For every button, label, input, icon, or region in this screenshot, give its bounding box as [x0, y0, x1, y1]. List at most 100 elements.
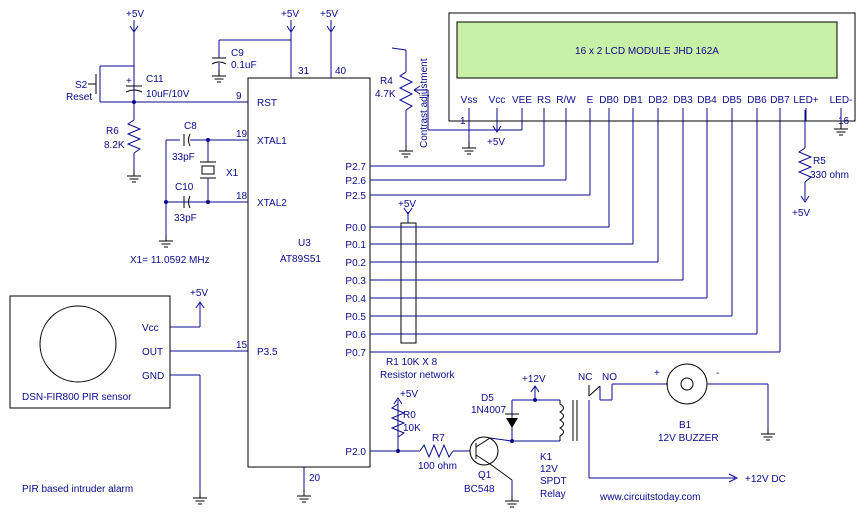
s2-label: Reset: [66, 92, 92, 103]
k1-ref: K1: [540, 452, 553, 463]
r1-ref: R1 10K X 8: [386, 357, 438, 368]
mcu-part: AT89S51: [280, 254, 321, 265]
r7-value: 100 ohm: [418, 461, 457, 472]
r5-supply: +5V: [792, 208, 810, 219]
mcu-right-pin-label: P0.7: [345, 348, 366, 359]
pir-pin-gnd: GND: [142, 371, 164, 382]
crystal-circuit: C8 33pF C10 33pF X1 X1= 11.0592 MHz: [130, 121, 248, 266]
pir-sensor: DSN-FIR800 PIR sensor Vcc OUT GND +5V: [9, 288, 248, 505]
lcd-pin-legs: [468, 108, 842, 121]
lcd-pin-label: VEE: [512, 95, 532, 106]
mcu-left-pin-name: P3.5: [257, 347, 278, 358]
b1-plus: +: [654, 368, 660, 379]
lcd-pin1: 1: [460, 116, 466, 127]
c10-value: 33pF: [174, 213, 197, 224]
d5-ref: D5: [481, 393, 494, 404]
q1-ref: Q1: [478, 470, 492, 481]
x1-ref: X1: [226, 168, 239, 179]
b1-minus: -: [716, 368, 719, 379]
supply-12v: +12V: [522, 374, 546, 385]
supply-5v-3: +5V: [320, 9, 338, 20]
mcu-ref: U3: [298, 238, 311, 249]
pir-pin-vcc: Vcc: [142, 323, 159, 334]
mcu-pin31: 31: [298, 66, 310, 77]
resistor-r5: R5 330 ohm +5V: [792, 147, 849, 219]
lcd-pin-label: DB5: [722, 95, 742, 106]
mcu-right-pin-label: P0.0: [345, 223, 366, 234]
resistor-network-r1: +5V R1 10K X 8 Resistor network: [380, 199, 455, 381]
lcd-pin-label: DB7: [770, 95, 790, 106]
lcd-pin-label: R/W: [556, 95, 576, 106]
q1-value: BC548: [464, 484, 495, 495]
supply-5v-2: +5V: [281, 9, 299, 20]
mcu-right-pin-label: P2.6: [345, 176, 366, 187]
lcd-pin-label: LED-: [830, 95, 853, 106]
mcu-pin40: 40: [335, 66, 347, 77]
c11-value: 10uF/10V: [146, 89, 190, 100]
lcd-vcc-supply: +5V: [487, 137, 505, 148]
c11-plus: +: [126, 76, 132, 87]
pir-pin-out: OUT: [142, 347, 163, 358]
r0-ref: R0: [403, 410, 416, 421]
mcu-right-pins: P2.7P2.6P2.5P0.0P0.1P0.2P0.3P0.4P0.5P0.6…: [345, 162, 366, 458]
mcu-left-pin-name: XTAL2: [257, 198, 287, 209]
mcu-right-pin-label: P2.0: [345, 447, 366, 458]
mcu-supply: +5V +5V +5V: [126, 9, 338, 40]
mcu-right-pin-label: P2.7: [345, 162, 366, 173]
lcd-pin-label: E: [587, 95, 594, 106]
k1-value: 12V: [540, 464, 558, 475]
r6-value: 8.2K: [104, 140, 125, 151]
relay-nc: NC: [578, 372, 592, 383]
circuit-title: PIR based intruder alarm: [22, 484, 133, 495]
pir-label: DSN-FIR800 PIR sensor: [22, 392, 132, 403]
r5-ref: R5: [813, 156, 826, 167]
r4-value: 4.7K: [375, 89, 396, 100]
c10-ref: C10: [175, 182, 194, 193]
r7-ref: R7: [432, 433, 445, 444]
r1-supply: +5V: [398, 199, 416, 210]
mcu-left-pin-name: RST: [257, 98, 277, 109]
c8-value: 33pF: [172, 152, 195, 163]
mcu-right-pin-label: P0.6: [345, 330, 366, 341]
lcd-module: 16 x 2 LCD MODULE JHD 162A Vss Vcc VEE RS R/…: [448, 12, 856, 127]
c8-ref: C8: [184, 121, 197, 132]
r5-value: 330 ohm: [810, 170, 849, 181]
lcd-pin-label: DB3: [673, 95, 693, 106]
k1-type: SPDT: [540, 476, 567, 487]
lcd-pin-label: DB2: [648, 95, 668, 106]
website: www.circuitstoday.com: [599, 492, 700, 503]
k1-label: Relay: [540, 489, 566, 500]
lcd-pin-label: Vss: [461, 95, 478, 106]
mcu-right-pin-label: P0.1: [345, 240, 366, 251]
x1-value: X1= 11.0592 MHz: [130, 255, 210, 266]
lcd-pin-label: DB6: [747, 95, 767, 106]
pir-supply: +5V: [190, 288, 208, 299]
lcd-pin-label: RS: [537, 95, 551, 106]
supply-12v-dc: +12V DC: [745, 474, 786, 485]
b1-value: 12V BUZZER: [658, 433, 719, 444]
r0-supply: +5V: [400, 389, 418, 400]
mcu-right-pin-label: P0.3: [345, 276, 366, 287]
lcd-pin16: 16: [838, 116, 850, 127]
contrast-label: Contrast adjustment: [419, 58, 430, 148]
mcu-left-pin-num: 19: [236, 129, 248, 140]
lcd-pin-label: Vcc: [489, 95, 506, 106]
r6-ref: R6: [106, 126, 119, 137]
reset-circuit: S2 Reset + C11 10uF/10V R6 8.2K: [66, 20, 248, 183]
c9-ref: C9: [231, 48, 244, 59]
b1-ref: B1: [679, 420, 692, 431]
driver-stage: +5V R0 10K R7 100 ohm Q1 BC548 D5 1N4007…: [370, 372, 786, 508]
mcu-left-pin-num: 9: [236, 91, 242, 102]
mcu-right-pin-label: P0.5: [345, 312, 366, 323]
capacitor-c9: C9 0.1uF: [211, 39, 291, 83]
mcu-left-pin-num: 18: [236, 191, 248, 202]
d5-value: 1N4007: [471, 405, 506, 416]
buzzer-b1: + - B1 12V BUZZER: [654, 363, 776, 444]
lcd-pin-label: DB0: [599, 95, 619, 106]
supply-5v-1: +5V: [126, 9, 144, 20]
lcd-module-label: 16 x 2 LCD MODULE JHD 162A: [575, 46, 719, 57]
